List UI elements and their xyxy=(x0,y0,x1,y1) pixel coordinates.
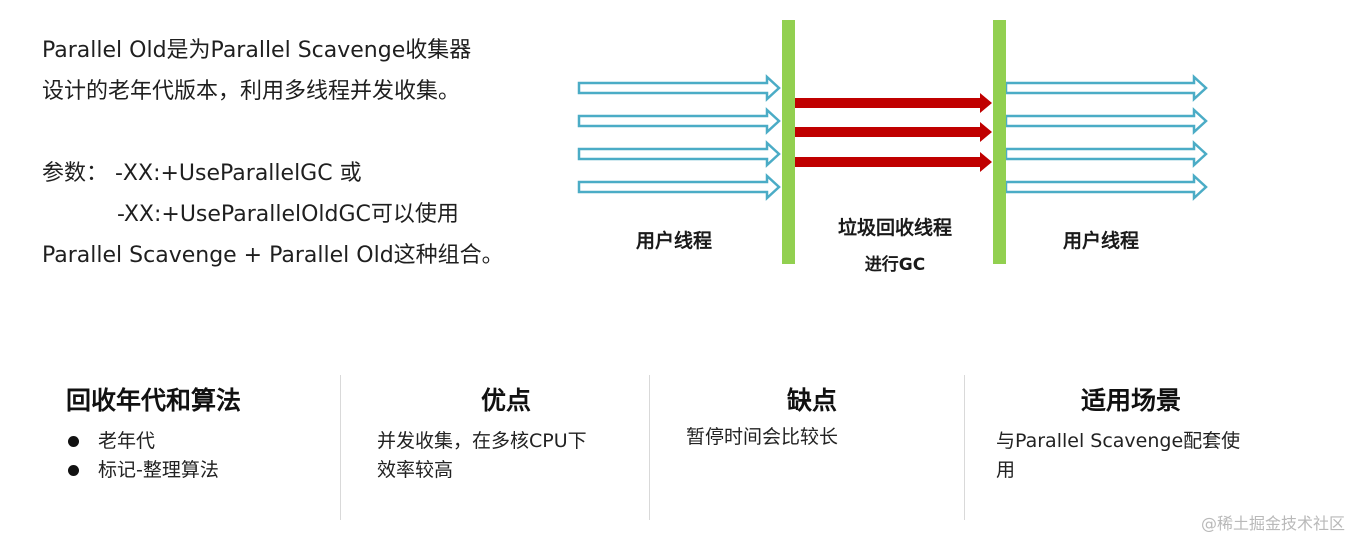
gc-thread-arrow xyxy=(794,93,992,113)
pros-line: 效率较高 xyxy=(377,459,454,481)
pros-text: 并发收集，在多核CPU下 效率较高 xyxy=(377,427,637,485)
thread-diagram: 用户线程 垃圾回收线程 进行GC 用户线程 xyxy=(560,0,1260,300)
intro-line-2: 设计的老年代版本，利用多线程并发收集。 xyxy=(42,79,461,104)
list-item: 老年代 xyxy=(66,427,336,456)
user-thread-arrow xyxy=(577,108,781,134)
safepoint-bar-left xyxy=(782,20,795,264)
user-thread-label-right: 用户线程 xyxy=(1063,230,1140,252)
summary-generation: 回收年代和算法 老年代 标记-整理算法 xyxy=(66,375,336,520)
user-thread-label-left: 用户线程 xyxy=(636,230,713,252)
column-divider xyxy=(340,375,341,520)
intro-param-line: 参数： -XX:+UseParallelGC 或 xyxy=(42,161,362,186)
user-thread-arrows-right xyxy=(1004,75,1208,200)
usage-line: 用 xyxy=(996,459,1016,481)
user-thread-arrow xyxy=(1004,174,1208,200)
summary-table: 回收年代和算法 老年代 标记-整理算法 优点 并发收集，在多核CPU下 效率较高… xyxy=(30,375,1320,520)
list-item: 标记-整理算法 xyxy=(66,456,336,485)
watermark: @稀土掘金技术社区 xyxy=(1200,514,1345,533)
gc-thread-sublabel: 进行GC xyxy=(864,255,926,275)
generation-list: 老年代 标记-整理算法 xyxy=(66,427,336,485)
user-thread-arrows-left xyxy=(577,75,781,200)
gc-thread-label: 垃圾回收线程 xyxy=(837,217,952,239)
safepoint-bar-right xyxy=(993,20,1006,264)
summary-usage: 适用场景 与Parallel Scavenge配套使 用 xyxy=(996,375,1286,520)
intro-param-line-2: -XX:+UseParallelOldGC可以使用 xyxy=(117,202,459,227)
user-thread-arrow xyxy=(577,174,781,200)
intro-text: Parallel Old是为Parallel Scavenge收集器 设计的老年… xyxy=(42,30,522,276)
column-divider xyxy=(964,375,965,520)
thread-diagram-svg xyxy=(577,20,1208,264)
user-thread-arrow xyxy=(577,75,781,101)
gc-thread-arrow xyxy=(794,122,992,142)
user-thread-arrow xyxy=(1004,108,1208,134)
user-thread-arrow xyxy=(1004,141,1208,167)
intro-line-1: Parallel Old是为Parallel Scavenge收集器 xyxy=(42,38,472,63)
pros-line: 并发收集，在多核CPU下 xyxy=(377,430,587,452)
intro-combination-line: Parallel Scavenge + Parallel Old这种组合。 xyxy=(42,243,504,268)
user-thread-arrow xyxy=(1004,75,1208,101)
usage-line: 与Parallel Scavenge配套使 xyxy=(996,430,1241,452)
usage-heading: 适用场景 xyxy=(1081,386,1182,415)
user-thread-arrow xyxy=(577,141,781,167)
summary-pros: 优点 并发收集，在多核CPU下 效率较高 xyxy=(377,375,637,520)
cons-text: 暂停时间会比较长 xyxy=(686,426,839,448)
usage-text: 与Parallel Scavenge配套使 用 xyxy=(996,427,1286,485)
gc-thread-arrow xyxy=(794,152,992,172)
cons-heading: 缺点 xyxy=(786,386,837,415)
column-divider xyxy=(649,375,650,520)
generation-heading: 回收年代和算法 xyxy=(66,386,242,415)
gc-thread-arrows xyxy=(794,93,992,172)
summary-cons: 缺点 暂停时间会比较长 xyxy=(686,375,956,520)
pros-heading: 优点 xyxy=(480,386,531,415)
